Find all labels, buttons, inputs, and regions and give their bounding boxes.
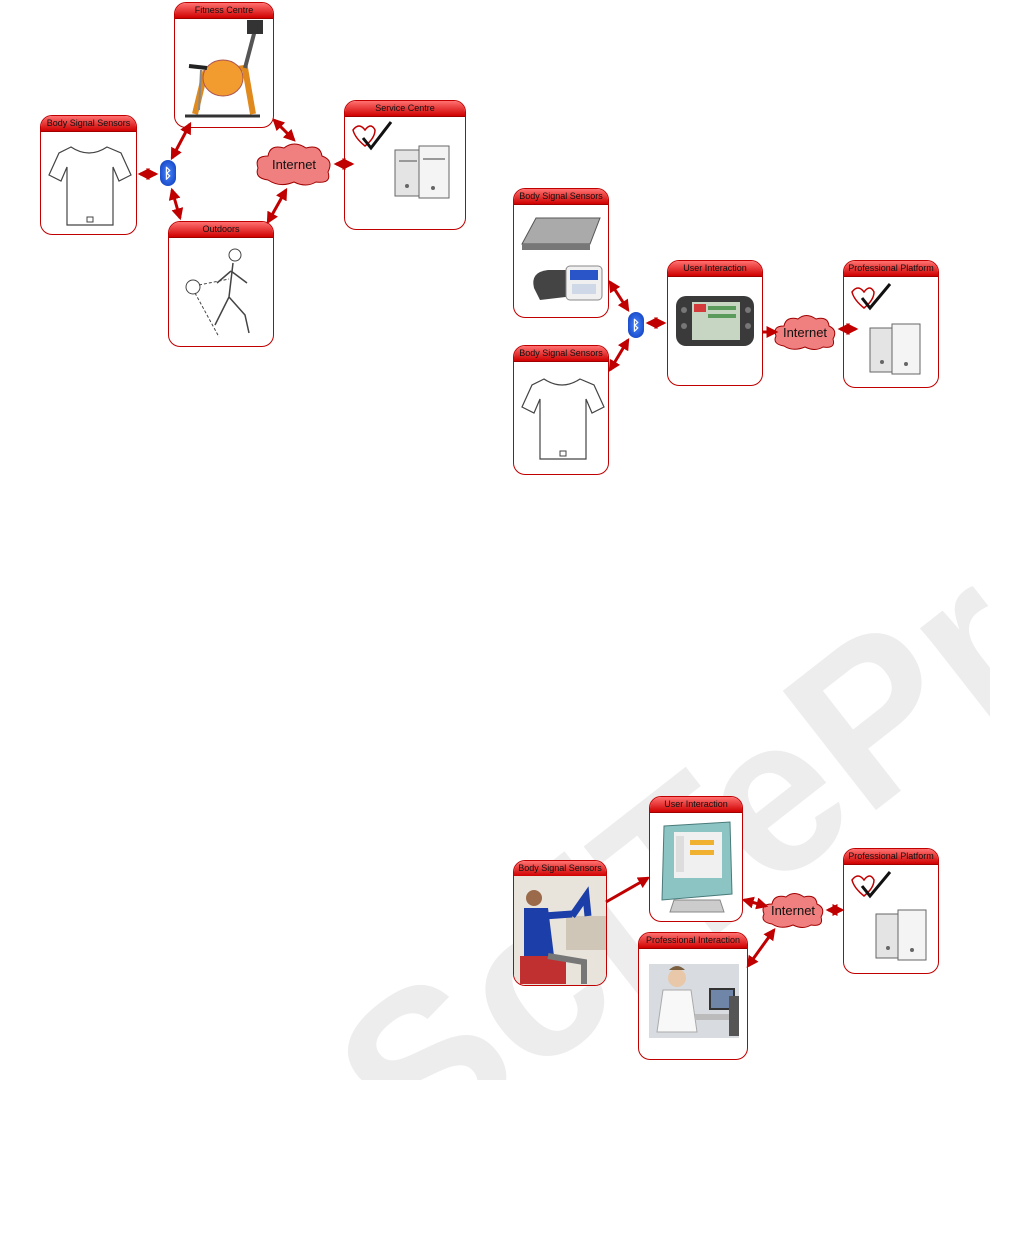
arrow-internet3-professional	[748, 930, 774, 966]
arrow-bt1-outdoors	[172, 190, 180, 218]
arrow-bt1-fitness	[172, 124, 190, 158]
arrow-bodybottom-bt2	[610, 340, 628, 370]
arrow-body3-user	[606, 878, 648, 902]
arrow-bodytop-bt2	[610, 282, 628, 310]
arrow-fitness-internet	[274, 120, 294, 140]
arrow-internet3-user	[744, 900, 766, 906]
arrow-outdoors-internet	[268, 190, 286, 222]
